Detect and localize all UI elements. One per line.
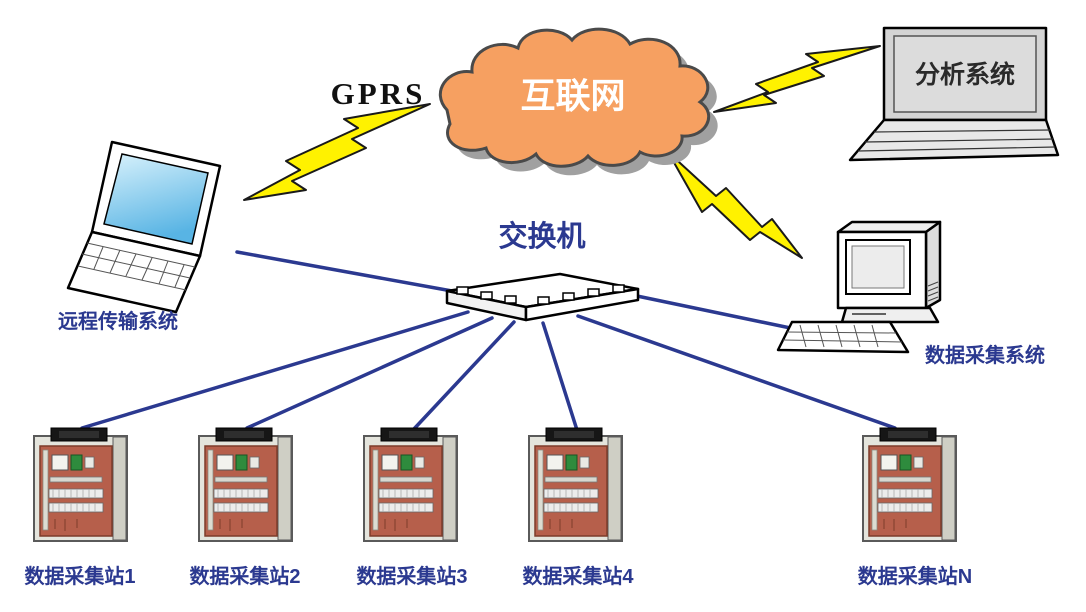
wire-switch-stationN (576, 314, 897, 430)
station-cabinet-N (862, 427, 957, 542)
analysis-keyboard-rows (857, 129, 1056, 152)
analysis-system-label: 分析系统 (915, 60, 1015, 89)
station-label-4: 数据采集站4 (522, 564, 634, 588)
desktop-keyboard (776, 320, 910, 354)
desktop-keyboard-rows (782, 324, 903, 348)
gprs-label: GPRS (331, 76, 426, 111)
internet-label: 互联网 (520, 77, 625, 116)
keyboard-keys (77, 242, 196, 291)
lightning-bolt-top-right (713, 45, 881, 113)
station-cabinet-1 (33, 427, 128, 542)
laptop-screen (103, 153, 209, 245)
analysis-screen (893, 35, 1037, 113)
data-acquisition-system-label: 数据采集系统 (925, 343, 1045, 367)
station-label-2: 数据采集站2 (189, 564, 300, 588)
monitor-screen-inner (851, 245, 905, 289)
station-cabinet-3 (363, 427, 458, 542)
station-cabinet-2 (198, 427, 293, 542)
wire-laptop-switch (235, 250, 454, 293)
monitor-vents (927, 281, 939, 302)
wire-switch-desktop (635, 294, 802, 332)
lightning-bolt-left (243, 103, 431, 201)
station-cabinet-4 (528, 427, 623, 542)
acquisition-desktop (776, 220, 942, 354)
remote-laptop (66, 140, 222, 314)
analysis-laptop: 分析系统 (848, 26, 1060, 162)
wire-switch-station3 (411, 320, 516, 432)
station-label-3: 数据采集站3 (356, 564, 467, 588)
station-label-N: 数据采集站N (858, 564, 972, 588)
wire-switch-station2 (245, 316, 494, 430)
wire-switch-station4 (541, 321, 579, 432)
switch-ports (456, 284, 625, 305)
remote-transmission-label: 远程传输系统 (58, 309, 178, 333)
lightning-bolt-bottom-right (667, 151, 803, 259)
wire-switch-station1 (80, 310, 470, 430)
switch-label: 交换机 (498, 219, 585, 253)
switch-device (445, 272, 640, 322)
station-label-1: 数据采集站1 (24, 564, 135, 588)
